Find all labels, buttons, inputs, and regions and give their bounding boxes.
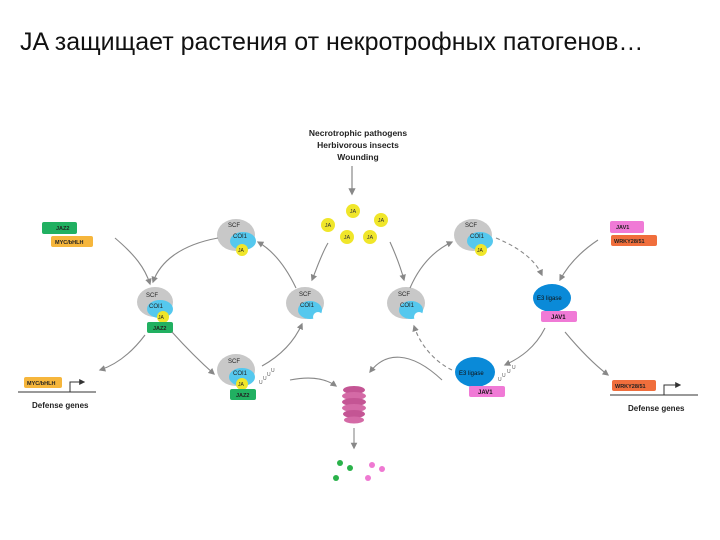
ubiquitin-chain: U U U U: [498, 365, 516, 383]
svg-text:JAZ2: JAZ2: [236, 393, 249, 399]
scf-coi1-ja-jaz2-ubiquitinated: SCF COI1 JA JAZ2 U U U U: [217, 354, 275, 400]
left-cycle-arrows: [98, 237, 329, 375]
svg-text:SCF: SCF: [465, 223, 477, 229]
left-to-proteasome-arrow: [289, 377, 338, 387]
jav1-wrky-input: JAV1 WRKY28/51: [610, 221, 657, 246]
svg-text:SCF: SCF: [398, 292, 410, 298]
svg-text:U: U: [271, 368, 275, 374]
svg-text:U: U: [512, 365, 516, 371]
defense-genes-right: WRKY28/51 Defense genes: [610, 380, 698, 413]
svg-text:U: U: [263, 376, 267, 382]
ja-molecule: JA: [321, 218, 335, 232]
svg-text:U: U: [267, 372, 271, 378]
svg-text:JAZ2: JAZ2: [56, 226, 69, 232]
svg-text:COI1: COI1: [149, 304, 164, 310]
ja-molecule: JA: [346, 204, 360, 218]
svg-text:U: U: [259, 380, 263, 386]
svg-text:JAV1: JAV1: [478, 390, 493, 396]
svg-text:JAV1: JAV1: [616, 225, 629, 231]
svg-text:E3 ligase: E3 ligase: [459, 371, 484, 377]
protein-fragments: [333, 460, 385, 481]
svg-text:SCF: SCF: [146, 293, 158, 299]
ja-molecule: JA: [340, 230, 354, 244]
svg-text:COI1: COI1: [400, 303, 415, 309]
svg-text:JA: JA: [325, 223, 332, 229]
scf-coi1-ja-complex-top-right: SCF COI1 JA: [454, 219, 493, 256]
trigger-herbivorous-insects: Herbivorous insects: [317, 140, 399, 150]
svg-text:Defense genes: Defense genes: [32, 401, 89, 410]
svg-text:U: U: [498, 377, 502, 383]
svg-text:JAZ2: JAZ2: [153, 326, 166, 332]
e3-ligase-jav1-complex: E3 ligase JAV1: [533, 284, 577, 322]
scf-coi1-ja-complex-top-left: SCF COI1 JA: [217, 219, 256, 256]
ja-molecule: JA: [374, 213, 388, 227]
svg-text:MYC/bHLH: MYC/bHLH: [55, 240, 83, 246]
scf-coi1-complex-mid-left: SCF COI1: [286, 287, 324, 322]
svg-text:WRKY28/51: WRKY28/51: [615, 384, 646, 390]
svg-text:JA: JA: [350, 209, 357, 215]
ja-molecule: JA: [363, 230, 377, 244]
free-ja-cluster: JA JA JA JA JA: [321, 204, 388, 244]
svg-text:E3 ligase: E3 ligase: [537, 296, 562, 302]
jaz2-myc-input: JAZ2 MYC/bHLH: [42, 222, 93, 247]
svg-text:JA: JA: [344, 235, 351, 241]
svg-text:U: U: [507, 369, 511, 375]
trigger-necrotrophic-pathogens: Necrotrophic pathogens: [309, 128, 408, 138]
svg-text:WRKY28/51: WRKY28/51: [614, 239, 645, 245]
svg-text:Defense genes: Defense genes: [628, 404, 685, 413]
right-cycle-arrows: [369, 237, 610, 381]
svg-text:COI1: COI1: [300, 303, 315, 309]
defense-genes-left: MYC/bHLH Defense genes: [18, 377, 96, 410]
ubiquitin-chain: U U U U: [259, 368, 275, 386]
svg-text:MYC/bHLH: MYC/bHLH: [27, 381, 55, 387]
svg-text:JA: JA: [238, 248, 245, 254]
svg-text:SCF: SCF: [228, 359, 240, 365]
svg-text:JA: JA: [477, 248, 484, 254]
svg-text:COI1: COI1: [233, 234, 248, 240]
svg-text:JA: JA: [367, 235, 374, 241]
slide-title: JA защищает растения от некротрофных пат…: [20, 28, 644, 56]
svg-text:SCF: SCF: [228, 223, 240, 229]
scf-coi1-ja-jaz2-complex-left: SCF COI1 JA JAZ2: [137, 287, 173, 333]
trigger-list: Necrotrophic pathogens Herbivorous insec…: [309, 128, 408, 162]
svg-text:U: U: [502, 373, 506, 379]
svg-text:JA: JA: [238, 382, 245, 388]
svg-text:JA: JA: [158, 315, 165, 321]
svg-text:JAV1: JAV1: [551, 315, 566, 321]
svg-text:SCF: SCF: [299, 292, 311, 298]
svg-text:COI1: COI1: [233, 371, 248, 377]
scf-coi1-complex-mid-right: SCF COI1: [387, 287, 425, 322]
svg-text:JA: JA: [378, 218, 385, 224]
proteasome: [342, 386, 366, 424]
e3-ligase-jav1-ubiquitinated: E3 ligase JAV1 U U U U: [455, 357, 516, 397]
svg-text:COI1: COI1: [470, 234, 485, 240]
trigger-wounding: Wounding: [337, 152, 378, 162]
